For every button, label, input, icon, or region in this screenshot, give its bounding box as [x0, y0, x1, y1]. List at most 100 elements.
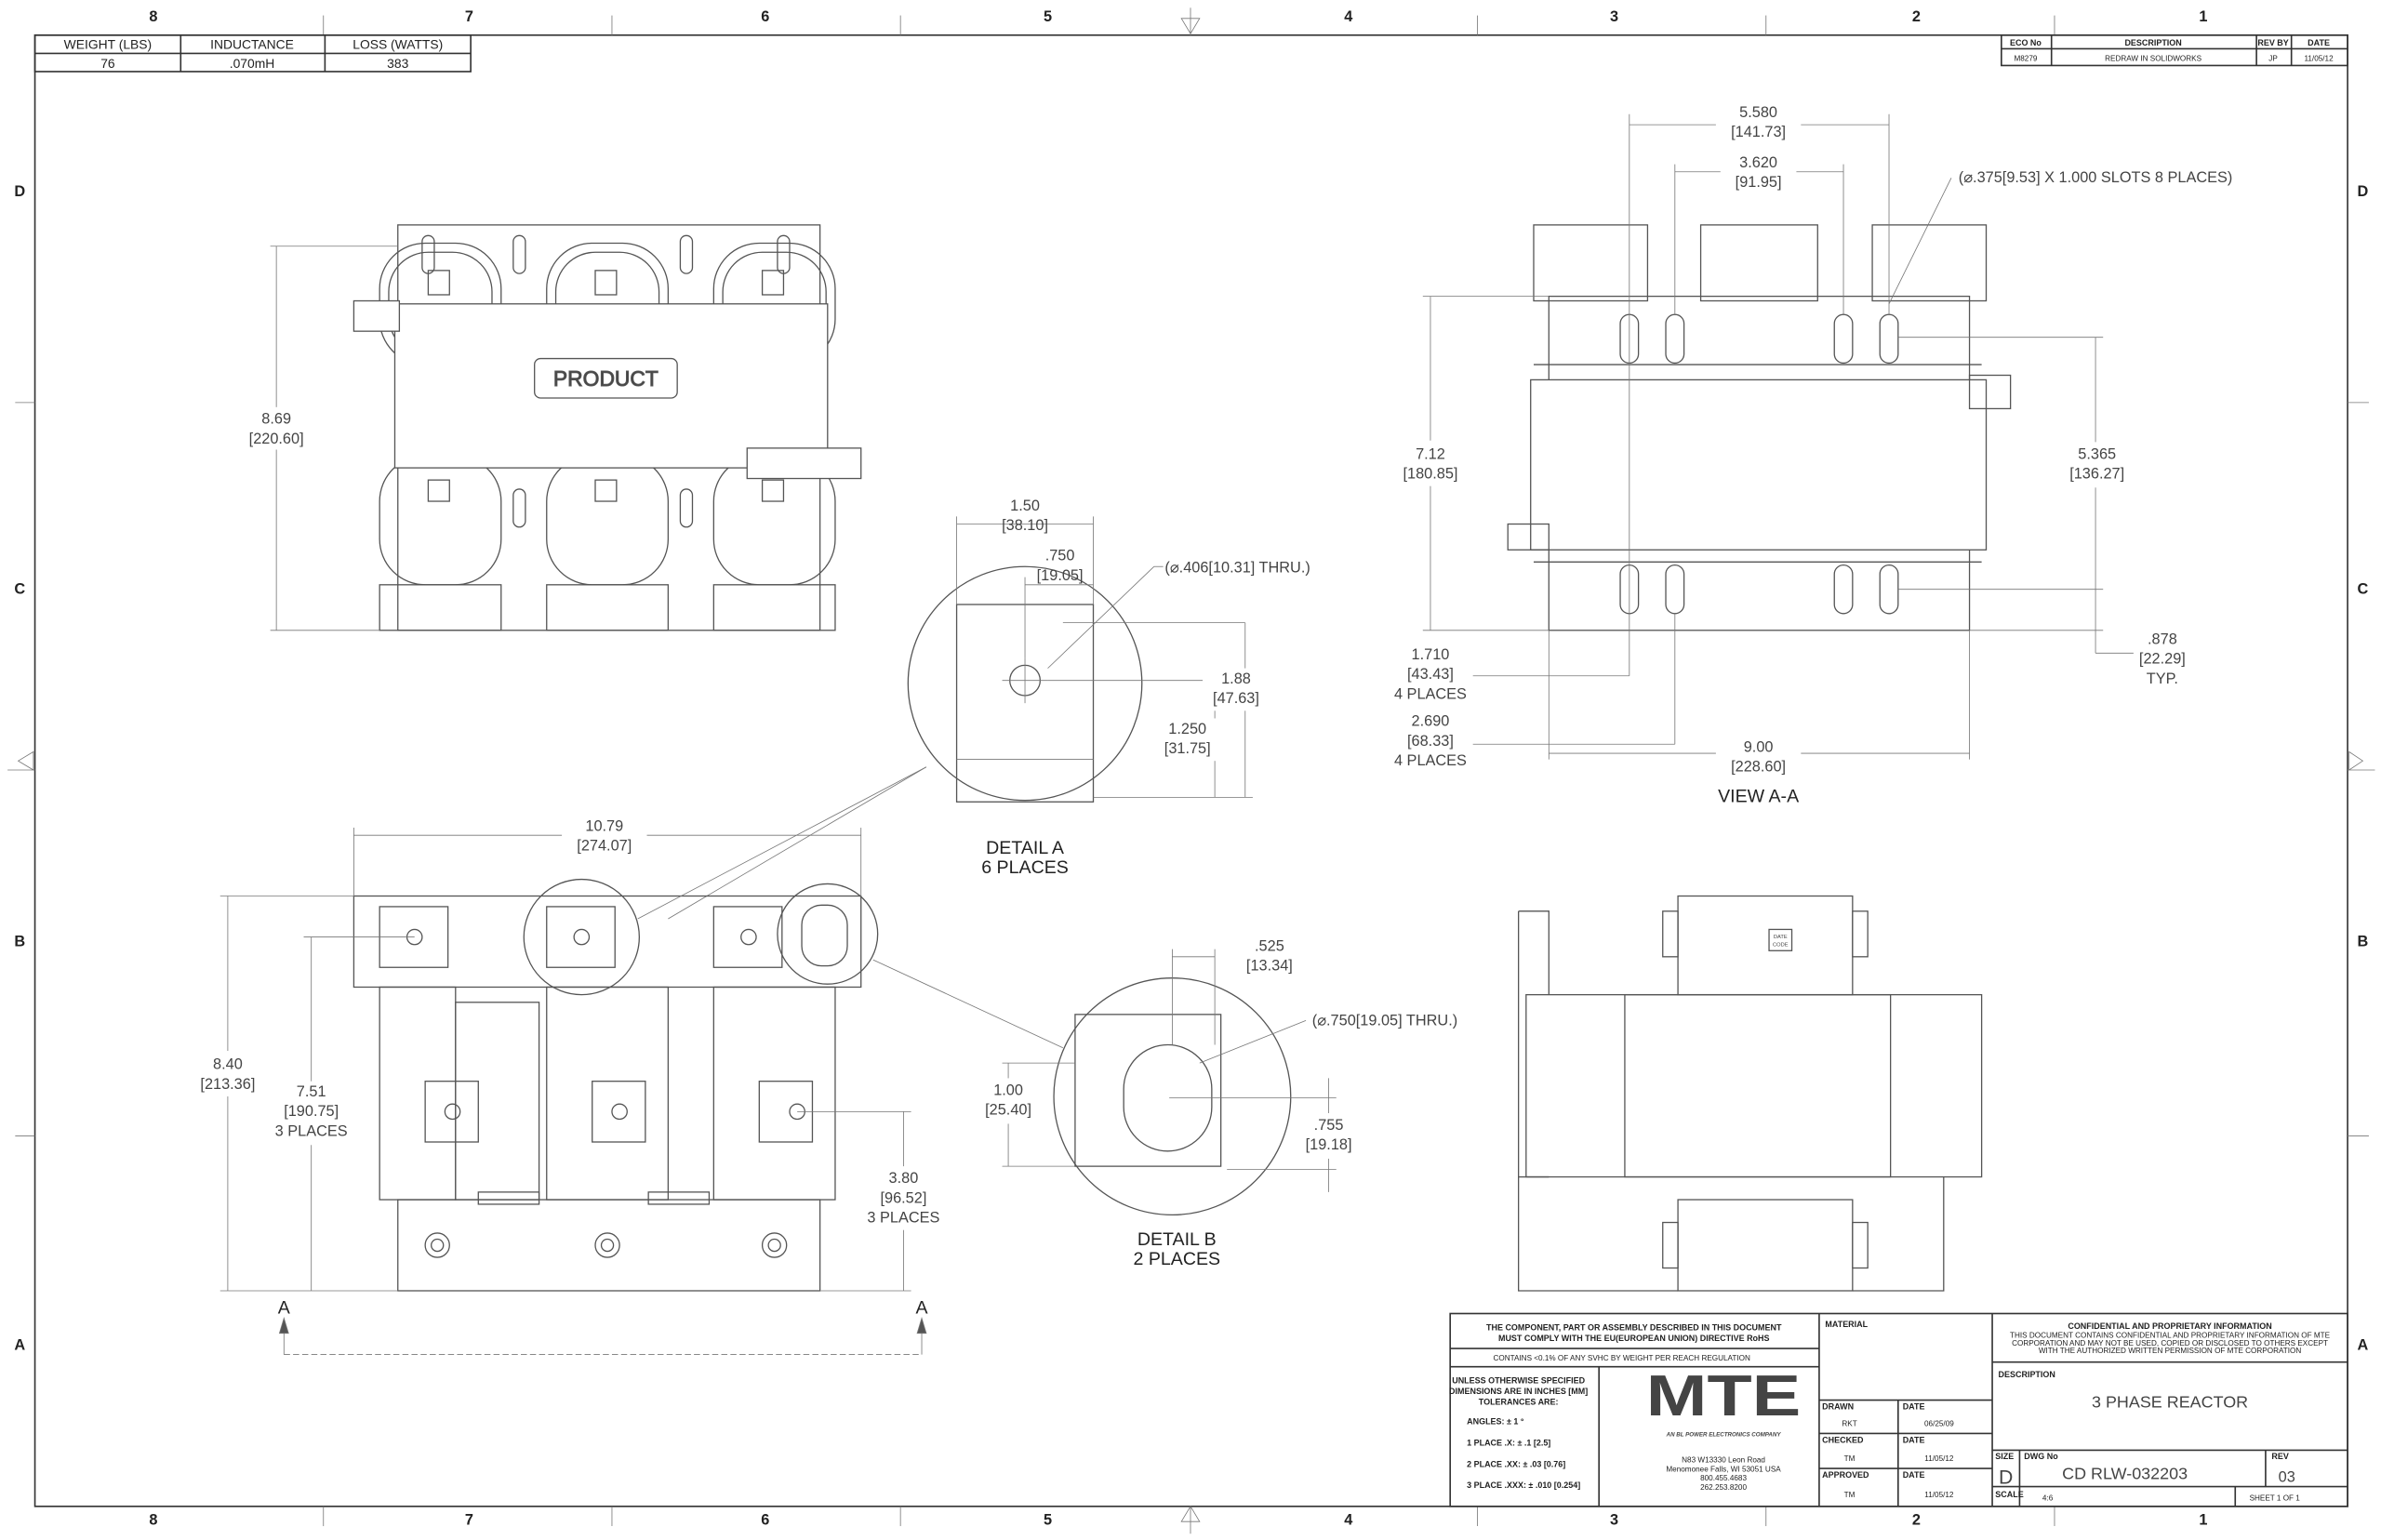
zone-a: A: [14, 1337, 25, 1354]
dim-878-typ: TYP.: [2147, 670, 2178, 687]
sheet-number: SHEET 1 OF 1: [2250, 1494, 2301, 1502]
mte-logo: MTE: [1646, 1364, 1802, 1428]
dim-1079-in: 10.79: [585, 817, 623, 834]
scale-label: SCALE: [1995, 1490, 2023, 1499]
view-aa-title: VIEW A-A: [1718, 786, 1800, 806]
size-label: SIZE: [1995, 1452, 2014, 1461]
tolerance-line3: TOLERANCES ARE:: [1479, 1397, 1559, 1406]
zone-d: D: [14, 183, 25, 200]
tolerance-line1: UNLESS OTHERWISE SPECIFIED: [1452, 1376, 1585, 1386]
zone-2: 2: [1912, 1511, 1921, 1528]
zone-7: 7: [465, 8, 473, 25]
logo-tagline: AN BL POWER ELECTRONICS COMPANY: [1666, 1432, 1782, 1439]
address-phone1: 800.455.4683: [1700, 1474, 1747, 1482]
dim-525-in: .525: [1255, 937, 1284, 954]
zone-5: 5: [1044, 8, 1052, 25]
loss-value: 383: [387, 56, 408, 71]
rev-by: JP: [2268, 55, 2278, 63]
rev-description: REDRAW IN SOLIDWORKS: [2105, 55, 2201, 63]
detail-b-title: DETAIL B: [1137, 1229, 1217, 1250]
dim-840-in: 8.40: [213, 1056, 243, 1073]
approved-date-label: DATE: [1903, 1470, 1925, 1480]
slot-note: (⌀.375[9.53] X 1.000 SLOTS 8 PLACES): [1959, 169, 2233, 186]
revision: 03: [2279, 1469, 2295, 1486]
address-line2: Menomonee Falls, WI 53051 USA: [1666, 1465, 1781, 1473]
zone-4: 4: [1344, 1511, 1352, 1528]
address-phone2: 262.253.8200: [1700, 1483, 1747, 1492]
dim-1250-in: 1.250: [1168, 721, 1206, 737]
zone-4: 4: [1344, 8, 1352, 25]
dim-751-places: 3 PLACES: [275, 1122, 348, 1139]
dim-1079-mm: [274.07]: [577, 838, 632, 855]
dim-525-mm: [13.34]: [1246, 958, 1293, 975]
zone-3: 3: [1610, 8, 1618, 25]
material-label: MATERIAL: [1825, 1320, 1868, 1329]
confidential-line3: WITH THE AUTHORIZED WRITTEN PERMISSION O…: [2039, 1347, 2302, 1355]
approved-date: 11/05/12: [1924, 1491, 1954, 1499]
dim-900-mm: [228.60]: [1731, 759, 1786, 776]
rohs-line2: MUST COMPLY WITH THE EU(EUROPEAN UNION) …: [1498, 1334, 1770, 1343]
drawing-border: 8 7 6 5 4 3 2 1 8 7 6 5 4 3 2 1 D C B A …: [7, 7, 2375, 1534]
sheet-size: D: [1999, 1467, 2013, 1488]
checked-date: 11/05/12: [1924, 1454, 1954, 1463]
dim-5365-mm: [136.27]: [2069, 466, 2124, 483]
drawn-date: 06/25/09: [1924, 1419, 1954, 1427]
spec-table: WEIGHT (LBS) INDUCTANCE LOSS (WATTS) 76 …: [33, 33, 472, 73]
product-label: PRODUCT: [553, 366, 658, 391]
reach-note: CONTAINS <0.1% OF ANY SVHC BY WEIGHT PER…: [1493, 1354, 1750, 1362]
tolerance-line2: DIMENSIONS ARE IN INCHES [MM]: [1449, 1387, 1588, 1396]
zone-a: A: [2358, 1337, 2369, 1354]
dim-878-in: .878: [2148, 631, 2177, 647]
dim-750-mm: [19.05]: [1037, 567, 1084, 584]
dim-750-in: .750: [1045, 548, 1075, 564]
zone-1: 1: [2199, 8, 2207, 25]
hole-note-b: (⌀.750[19.05] THRU.): [1312, 1012, 1457, 1029]
top-view: PRODUCT 8.69 [220.60]: [243, 224, 862, 631]
approved-label: APPROVED: [1822, 1470, 1869, 1480]
title-block: THE COMPONENT, PART OR ASSEMBLY DESCRIBE…: [1449, 1312, 2348, 1507]
drawn-date-label: DATE: [1903, 1401, 1925, 1411]
dim-2690-places: 4 PLACES: [1394, 752, 1467, 769]
zone-7: 7: [465, 1511, 473, 1528]
date-code-line1: DATE: [1774, 935, 1788, 940]
inductance-header: INDUCTANCE: [210, 36, 294, 51]
tolerance-3-place: 3 PLACE .XXX: ± .010 [0.254]: [1467, 1480, 1580, 1490]
drawn-label: DRAWN: [1822, 1401, 1854, 1411]
address-line1: N83 W13330 Leon Road: [1682, 1455, 1765, 1464]
dim-380-mm: [96.52]: [880, 1189, 926, 1206]
confidential-title: CONFIDENTIAL AND PROPRIETARY INFORMATION: [2068, 1321, 2271, 1331]
rohs-line1: THE COMPONENT, PART OR ASSEMBLY DESCRIBE…: [1486, 1322, 1782, 1332]
zone-column-labels-bottom: 8 7 6 5 4 3 2 1: [149, 1511, 2207, 1528]
dim-1250-mm: [31.75]: [1164, 740, 1211, 757]
dim-1710-mm: [43.43]: [1407, 666, 1454, 683]
dim-100-in: 1.00: [993, 1082, 1023, 1098]
rev-label: REV: [2271, 1452, 2288, 1461]
checked-by: TM: [1844, 1454, 1856, 1463]
side-view: DATE CODE: [1518, 895, 1983, 1292]
dim-height-in: 8.69: [261, 411, 291, 428]
dim-5580-mm: [141.73]: [1731, 124, 1786, 140]
dim-380-places: 3 PLACES: [867, 1210, 939, 1227]
front-view: 10.79 [274.07] 8.40 [213.36] 7.51 [190.7…: [185, 766, 1064, 1355]
revision-table: ECO No DESCRIPTION REV BY DATE M8279 RED…: [2001, 33, 2348, 67]
confidential-line1: THIS DOCUMENT CONTAINS CONFIDENTIAL AND …: [2010, 1332, 2331, 1340]
zone-1: 1: [2199, 1511, 2207, 1528]
zone-column-labels-top: 8 7 6 5 4 3 2 1: [149, 8, 2207, 25]
description-label: DESCRIPTION: [1999, 1370, 2055, 1379]
drawing-description: 3 PHASE REACTOR: [2092, 1393, 2248, 1412]
section-a-left: A: [278, 1297, 291, 1318]
detail-a-places: 6 PLACES: [981, 857, 1069, 878]
loss-header: LOSS (WATTS): [352, 36, 443, 51]
zone-6: 6: [761, 8, 769, 25]
confidential-line2: CORPORATION AND MAY NOT BE USED, COPIED …: [2012, 1339, 2328, 1348]
drawing-number: CD RLW-032203: [2062, 1464, 2188, 1482]
zone-8: 8: [149, 8, 157, 25]
eco-value: M8279: [2014, 55, 2037, 63]
tolerance-1-place: 1 PLACE .X: ± .1 [2.5]: [1467, 1439, 1550, 1448]
dim-900-in: 9.00: [1744, 738, 1774, 755]
inductance-value: .070mH: [230, 56, 275, 71]
weight-value: 76: [100, 56, 115, 71]
dim-878-mm: [22.29]: [2139, 651, 2186, 668]
view-a-a: 5.580 [141.73] 3.620 [91.95] (⌀.375[9.53…: [1389, 100, 2233, 806]
zone-d: D: [2358, 183, 2369, 200]
